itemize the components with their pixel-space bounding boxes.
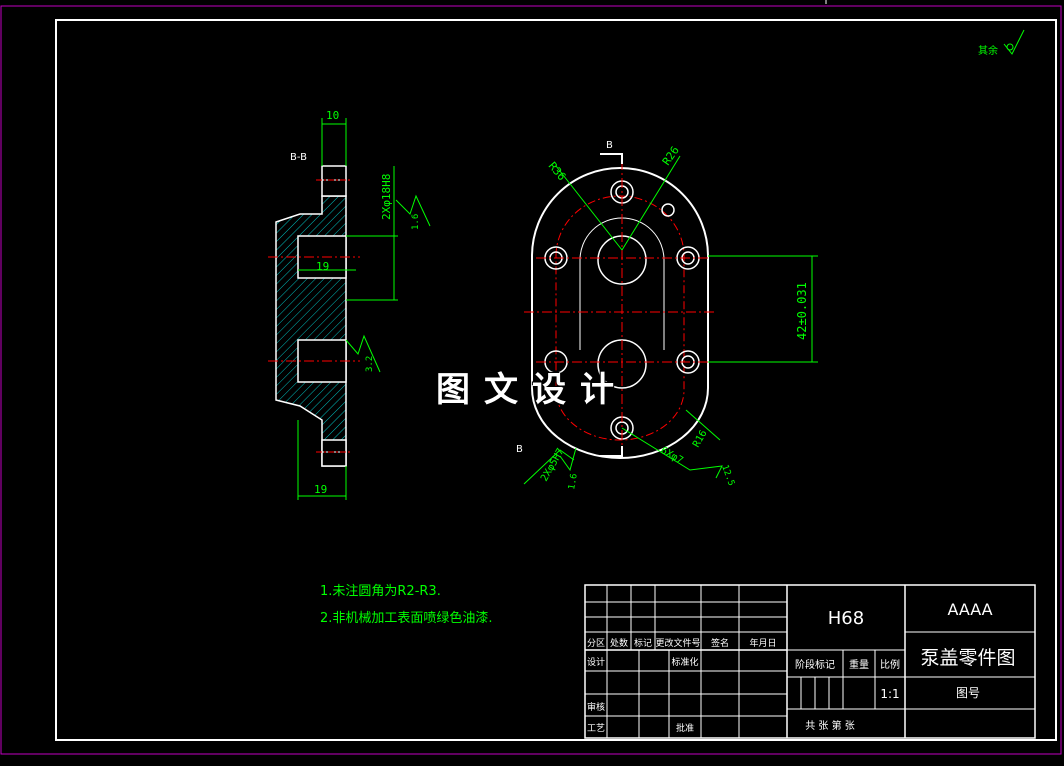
rev-header-sign: 签名	[711, 637, 729, 649]
company-text: AAAA	[947, 600, 992, 619]
section-cut-top	[600, 153, 623, 164]
standardize-label: 标准化	[671, 656, 698, 668]
radius-leader-right	[621, 155, 681, 251]
radius-leader-left	[555, 165, 623, 251]
scale-value: 1:1	[880, 687, 899, 701]
rev-header-date: 年月日	[749, 637, 776, 649]
watermark-text: 图文设计	[436, 370, 628, 410]
stage-label: 阶段标记	[795, 658, 835, 671]
roughness-slot-text: 12.5	[719, 464, 736, 488]
radius-leader-bottom	[685, 409, 721, 441]
section-mark-bottom: B	[516, 444, 523, 455]
note-2: 2.非机械加工表面喷绿色油漆.	[320, 610, 493, 626]
roughness-mid-text: 3.2	[365, 356, 375, 372]
slot-leader	[621, 427, 723, 479]
roughness-top-text: 1.6	[411, 214, 421, 230]
holes-leader	[523, 449, 575, 485]
title-block-frame	[584, 584, 1036, 739]
dim-bottom-text: 19	[314, 483, 327, 496]
roughness-holes-text: 1.6	[567, 473, 580, 491]
drawing-no-label: 图号	[956, 686, 980, 700]
pin-hole	[661, 203, 675, 217]
dim-hole-text: 2Xφ18H8	[380, 174, 393, 220]
roughness-circle-icon	[1006, 43, 1014, 51]
rev-header-mark: 标记	[634, 637, 652, 649]
drawing-frame	[55, 19, 1057, 741]
material-text: H68	[828, 608, 864, 629]
roughness-leader-top	[395, 194, 431, 227]
section-mark-top: B	[606, 140, 613, 151]
approve-label: 批准	[676, 722, 694, 734]
sheet-outer-border	[0, 5, 1062, 755]
title-block	[584, 584, 1036, 739]
front-view: B B R36 R26 42±0.031 2Xφ5H7 1.6 6Xφ7 12.…	[516, 140, 818, 491]
weight-label: 重量	[849, 658, 869, 671]
dim-height-text: 42±0.031	[795, 282, 809, 340]
review-label: 审核	[587, 701, 605, 713]
radius-bottom-text: R16	[691, 428, 710, 449]
dim-top-text: 10	[326, 109, 339, 122]
roughness-symbol-icon	[1003, 29, 1025, 55]
radius-left-text: R36	[546, 160, 569, 184]
section-view: B-B 10 2Xφ18H8 1.6 19 3.2 19	[268, 109, 431, 500]
lower-pin-hole	[321, 439, 347, 467]
outer-contour	[531, 167, 709, 459]
surface-mark-text: 其余	[978, 44, 998, 57]
design-label: 设计	[587, 656, 605, 668]
drawing-name-text: 泵盖零件图	[920, 647, 1015, 669]
section-label: B-B	[290, 152, 307, 163]
rev-header-count: 处数	[610, 637, 628, 649]
note-1: 1.未注圆角为R2-R3.	[320, 584, 441, 599]
process-label: 工艺	[587, 723, 605, 734]
title-block-text: H68 AAAA 泵盖零件图 图号 比例 1:1 重量 阶段标记 共 张 第 张…	[587, 600, 1016, 734]
upper-pin-hole	[321, 165, 347, 197]
dim-holes-text: 2Xφ5H7	[539, 447, 567, 484]
radius-right-text: R26	[660, 144, 682, 168]
rev-header-zone: 分区	[587, 638, 605, 649]
general-roughness-mark: 其余	[978, 29, 1025, 57]
dim-slot-text: 6Xφ7	[659, 445, 685, 467]
rev-header-doc: 更改文件号	[655, 637, 700, 649]
scale-label: 比例	[880, 658, 900, 671]
section-cut-bottom	[600, 446, 623, 457]
roughness-leader-mid	[345, 334, 381, 373]
sheet-count: 共 张 第 张	[805, 719, 855, 732]
dim-mid-text: 19	[316, 260, 329, 273]
roughness-leader-holes	[559, 447, 577, 472]
